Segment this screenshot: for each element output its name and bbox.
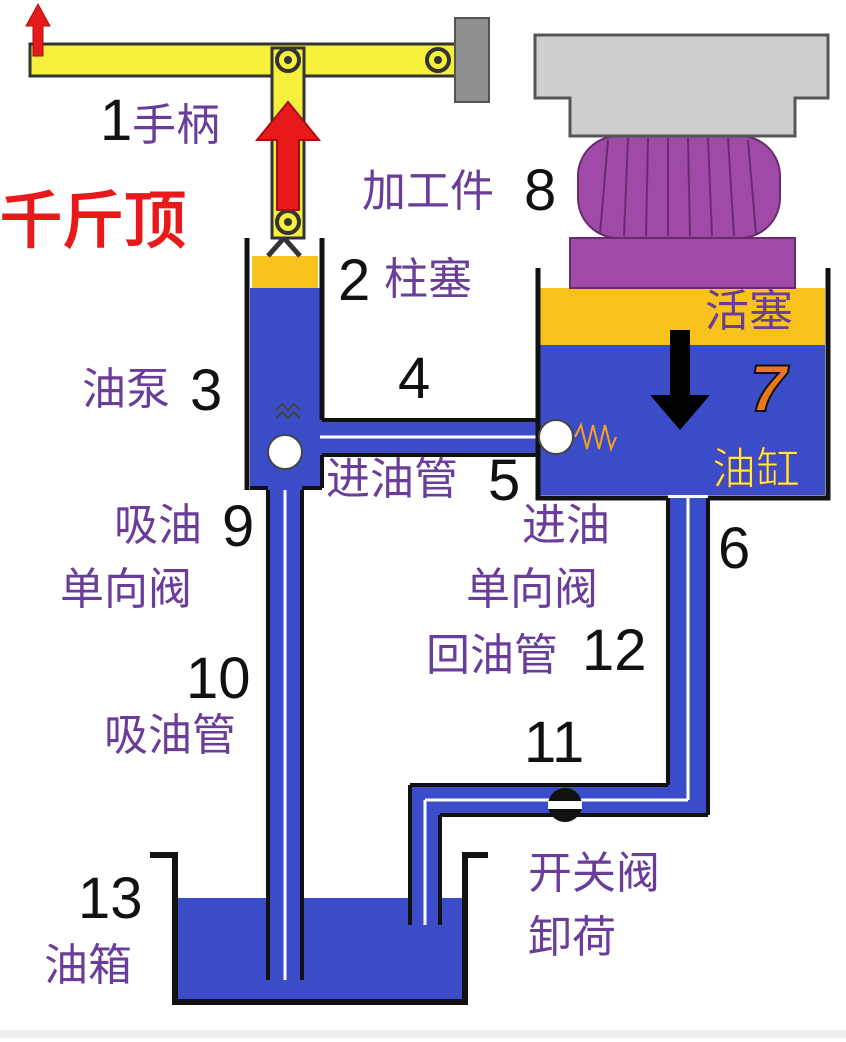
- label-inlet-check-1: 进油: [522, 500, 610, 551]
- label-unload: 卸荷: [528, 912, 616, 963]
- bottom-strip: [0, 1030, 846, 1038]
- number-11: 11: [524, 710, 585, 775]
- label-handle: 手柄: [132, 100, 220, 151]
- label-tank: 油箱: [44, 940, 132, 991]
- number-7: 7: [749, 351, 788, 425]
- plunger-up-arrow-icon: [254, 100, 322, 211]
- number-13: 13: [78, 866, 143, 931]
- label-suction-pipe: 吸油管: [104, 710, 236, 761]
- label-return-pipe: 回油管: [426, 630, 558, 681]
- number-10: 10: [186, 646, 251, 711]
- oil-tank-wall: [150, 852, 488, 1005]
- label-plunger: 柱塞: [384, 254, 472, 305]
- plunger: [252, 256, 318, 288]
- number-1: 1: [100, 88, 133, 153]
- number-2: 2: [338, 248, 371, 313]
- label-inlet-check-2: 单向阀: [466, 564, 598, 615]
- label-suction-check-2: 单向阀: [60, 564, 192, 615]
- title: 千斤顶: [0, 184, 187, 257]
- label-piston: 活塞: [705, 286, 793, 337]
- inlet-check-valve-ball: [538, 419, 574, 455]
- number-6: 6: [718, 516, 751, 581]
- number-3: 3: [190, 358, 223, 423]
- press-block: [533, 33, 830, 138]
- number-5: 5: [488, 448, 521, 513]
- piston-down-arrow-icon: [650, 330, 710, 430]
- handle-bar: [28, 42, 462, 78]
- suction-check-valve-ball: [267, 434, 303, 470]
- workpiece-base: [569, 237, 796, 289]
- label-cylinder: 油缸: [712, 444, 801, 495]
- number-9: 9: [222, 494, 255, 559]
- label-pump: 油泵: [82, 364, 170, 415]
- handle-up-arrow-icon: [25, 2, 51, 57]
- label-switch-valve: 开关阀: [528, 848, 660, 899]
- number-12: 12: [582, 618, 647, 683]
- number-8: 8: [524, 158, 557, 223]
- handle-end-block: [454, 17, 490, 103]
- label-workpiece: 加工件: [362, 166, 494, 217]
- label-inlet-pipe: 进油管: [326, 454, 458, 505]
- number-4: 4: [398, 346, 431, 411]
- label-suction-check-1: 吸油: [114, 500, 202, 551]
